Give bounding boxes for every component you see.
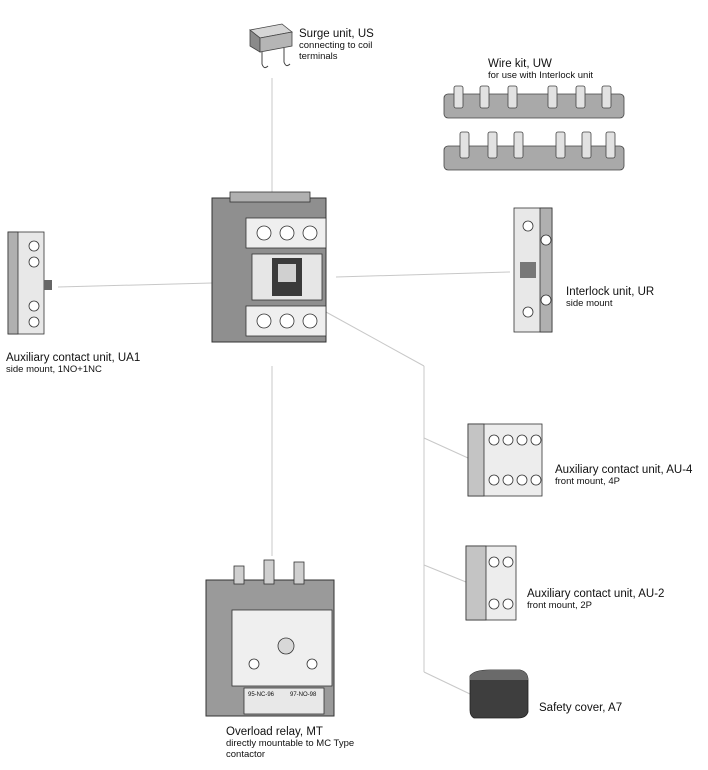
connector-au2 xyxy=(423,564,467,583)
surge-unit-drawing xyxy=(249,23,293,69)
label-ua1: Auxiliary contact unit, UA1 side mount, … xyxy=(6,352,206,376)
ur-drawing xyxy=(513,207,553,333)
connector-a7 xyxy=(423,671,471,695)
label-safety-cover: Safety cover, A7 xyxy=(539,702,689,715)
relay-marking-left: 95-NC-96 xyxy=(248,692,275,698)
connector-front xyxy=(325,311,425,367)
label-surge-unit: Surge unit, US connecting to coil termin… xyxy=(299,28,409,63)
label-au2: Auxiliary contact unit, AU-2 front mount… xyxy=(527,588,702,612)
label-ua1-subtitle: side mount, 1NO+1NC xyxy=(6,364,102,376)
a7-drawing xyxy=(469,669,529,719)
label-au2-title: Auxiliary contact unit, AU-2 xyxy=(527,588,665,600)
label-overload-subtitle: directly mountable to MC Type contactor xyxy=(226,738,355,761)
connector-lines xyxy=(57,78,511,695)
label-interlock-subtitle: side mount xyxy=(566,298,613,310)
label-surge-subtitle: connecting to coil terminals xyxy=(299,40,373,63)
label-overload-title: Overload relay, MT xyxy=(226,726,323,738)
au2-drawing xyxy=(465,545,517,621)
label-au2-subtitle: front mount, 2P xyxy=(527,600,592,612)
ua1-drawing xyxy=(7,231,52,335)
label-safety-cover-title: Safety cover, A7 xyxy=(539,702,623,714)
connector-au4 xyxy=(423,437,469,459)
label-wire-kit-title: Wire kit, UW xyxy=(488,58,552,70)
label-interlock-unit: Interlock unit, UR side mount xyxy=(566,286,696,310)
label-au4-title: Auxiliary contact unit, AU-4 xyxy=(555,464,693,476)
label-surge-title: Surge unit, US xyxy=(299,28,374,40)
label-au4: Auxiliary contact unit, AU-4 front mount… xyxy=(555,464,705,488)
connector-ua1 xyxy=(57,282,213,288)
label-ua1-title: Auxiliary contact unit, UA1 xyxy=(6,352,141,364)
label-overload-relay: Overload relay, MT directly mountable to… xyxy=(226,726,376,761)
label-au4-subtitle: front mount, 4P xyxy=(555,476,620,488)
label-interlock-title: Interlock unit, UR xyxy=(566,286,655,298)
label-wire-kit-subtitle: for use with Interlock unit xyxy=(488,70,594,82)
contactor-drawing xyxy=(211,191,327,343)
overload-relay-drawing: 95-NC-96 97-NO-98 xyxy=(205,559,335,717)
connector-ur xyxy=(335,271,511,278)
relay-marking-right: 97-NO-98 xyxy=(290,692,317,698)
wire-kit-drawing xyxy=(443,85,625,171)
au4-drawing xyxy=(467,423,543,497)
label-wire-kit: Wire kit, UW for use with Interlock unit xyxy=(488,58,688,82)
